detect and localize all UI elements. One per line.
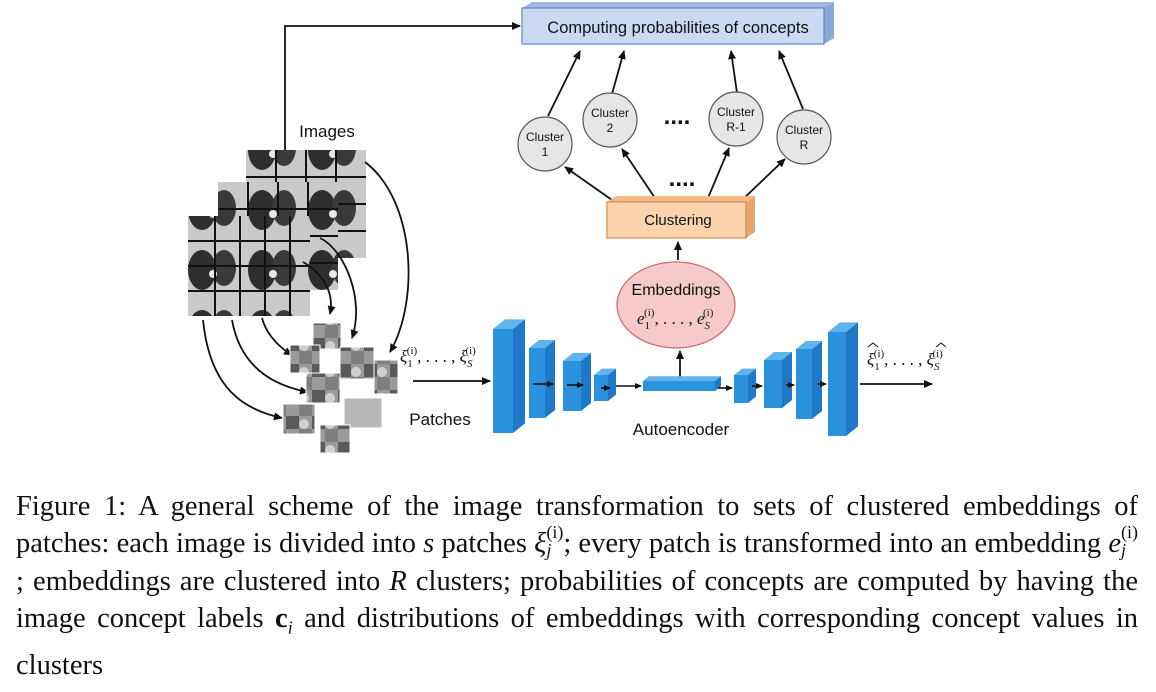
images-label: Images bbox=[299, 122, 355, 141]
top-box: Computing probabilities of concepts bbox=[521, 2, 834, 45]
cluster-node-r-minus-1: Cluster R-1 bbox=[708, 91, 764, 147]
cluster-to-top-arrows bbox=[547, 50, 804, 117]
clustering-to-cluster-arrows bbox=[564, 147, 786, 201]
scheme-diagram: Computing probabilities of concepts Clus… bbox=[188, 2, 947, 454]
top-box-label: Computing probabilities of concepts bbox=[547, 19, 808, 37]
output-patches-formula: ξ1(i), . . . , ξS(i) bbox=[867, 348, 943, 373]
embeddings-node: Embeddings e1(i), . . . , eS(i) bbox=[616, 261, 736, 349]
autoencoder-layer-3 bbox=[563, 353, 591, 411]
input-patches-formula: ξ1(i), . . . , ξS(i) bbox=[400, 345, 476, 370]
svg-text:1: 1 bbox=[542, 145, 549, 159]
ct-image-stack bbox=[188, 150, 366, 316]
svg-text:Cluster: Cluster bbox=[717, 105, 755, 119]
cluster-node-1: Cluster 1 bbox=[517, 116, 573, 172]
figure-caption: Figure 1: A general scheme of the image … bbox=[16, 491, 1139, 682]
cluster-dots-bottom: .... bbox=[669, 165, 696, 192]
embeddings-title: Embeddings bbox=[632, 282, 721, 299]
autoencoder-layer-5 bbox=[643, 376, 721, 391]
image-to-patch-arrows bbox=[202, 161, 410, 421]
autoencoder-layer-9 bbox=[828, 322, 858, 436]
clustering-label: Clustering bbox=[644, 212, 712, 229]
autoencoder-layer-7 bbox=[764, 352, 792, 408]
images-to-top-arrow bbox=[284, 22, 521, 150]
patches-label: Patches bbox=[409, 410, 470, 429]
autoencoder bbox=[493, 319, 858, 436]
autoencoder-layer-2 bbox=[529, 340, 555, 418]
autoencoder-layer-4 bbox=[594, 368, 616, 401]
cluster-node-2: Cluster 2 bbox=[582, 92, 638, 148]
svg-text:2: 2 bbox=[607, 121, 614, 135]
output-hats bbox=[867, 342, 947, 348]
svg-text:Cluster: Cluster bbox=[591, 106, 629, 120]
svg-text:Cluster: Cluster bbox=[785, 123, 823, 137]
cluster-node-r: Cluster R bbox=[776, 109, 832, 165]
clustering-box: Clustering bbox=[606, 196, 755, 239]
autoencoder-layer-1 bbox=[493, 319, 525, 433]
svg-text:R-1: R-1 bbox=[726, 120, 746, 134]
svg-text:Cluster: Cluster bbox=[526, 130, 564, 144]
autoencoder-layer-8 bbox=[796, 341, 822, 419]
cluster-dots-top: .... bbox=[664, 103, 691, 130]
autoencoder-label: Autoencoder bbox=[633, 420, 730, 439]
embeddings-formula: e1(i), . . . , eS(i) bbox=[637, 307, 714, 332]
patch-tiles bbox=[282, 322, 399, 454]
svg-text:R: R bbox=[800, 138, 809, 152]
